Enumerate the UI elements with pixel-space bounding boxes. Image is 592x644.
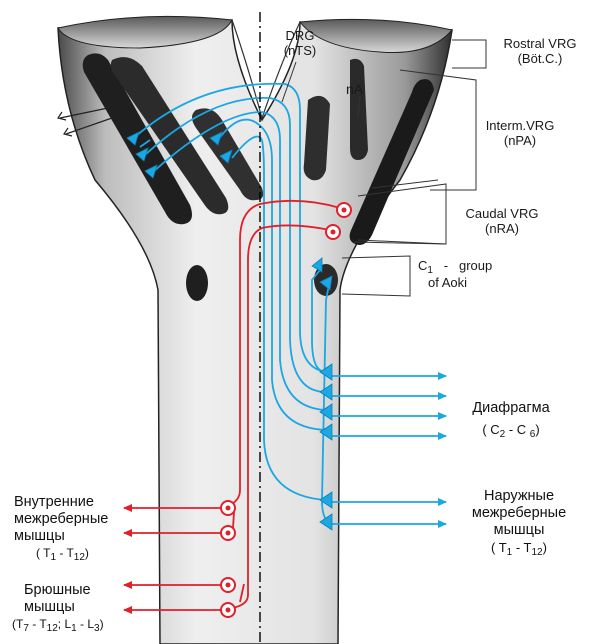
neuron-icon (221, 501, 235, 515)
neuron-icon (337, 203, 351, 217)
external-intercostal-line1: Наружные (454, 488, 584, 505)
rostral-vrg-line1: Rostral VRG (492, 36, 588, 51)
external-intercostal-label: Наружные межреберные мышцы ( T1 - T12) (454, 488, 584, 558)
abdominal-segments: (T7 - T12; L1 - L3) (12, 616, 104, 634)
caudal-vrg-line2: (nRA) (452, 221, 552, 236)
internal-intercostal-segments: ( T1 - T12) (14, 545, 108, 563)
neuron-icon (326, 225, 340, 239)
internal-intercostal-line3: мышцы (14, 528, 108, 545)
external-intercostal-segments: ( T1 - T12) (454, 539, 584, 558)
neuron-icon (221, 578, 235, 592)
caudal-vrg-line1: Caudal VRG (452, 206, 552, 221)
rostral-vrg-line2: (Böt.C.) (492, 51, 588, 66)
rostral-vrg-label: Rostral VRG (Böt.C.) (492, 36, 588, 66)
c1-group-label: C1 - group of Aoki (418, 258, 492, 290)
external-intercostal-line3: мышцы (454, 522, 584, 539)
na-label: nA (346, 82, 363, 97)
caudal-vrg-label: Caudal VRG (nRA) (452, 206, 552, 236)
neuron-icon (221, 526, 235, 540)
interm-vrg-line1: Interm.VRG (480, 118, 560, 133)
diaphragm-segments: ( C2 - C 6) (456, 421, 566, 440)
diaphragm-name: Диафрагма (456, 400, 566, 417)
internal-intercostal-label: Внутренние межреберные мышцы ( T1 - T12) (14, 494, 108, 563)
neuron-icon (221, 603, 235, 617)
internal-intercostal-line1: Внутренние (14, 494, 108, 511)
c1-group-line1: C1 - group (418, 258, 492, 275)
abdominal-line2: мышцы (24, 599, 104, 616)
external-intercostal-line2: межреберные (454, 505, 584, 522)
abdominal-line1: Брюшные (24, 582, 104, 599)
interm-vrg-label: Interm.VRG (nPA) (480, 118, 560, 148)
c1-group-line2: of Aoki (418, 275, 492, 290)
na-text: nA (346, 81, 363, 97)
drg-line1: DRG (272, 28, 328, 43)
drg-label: DRG (nTS) (272, 28, 328, 58)
abdominal-label: Брюшные мышцы (T7 - T12; L1 - L3) (24, 582, 104, 634)
internal-intercostal-line2: межреберные (14, 511, 108, 528)
interm-vrg-line2: (nPA) (480, 133, 560, 148)
diaphragm-label: Диафрагма ( C2 - C 6) (456, 400, 566, 440)
drg-line2: (nTS) (272, 43, 328, 58)
